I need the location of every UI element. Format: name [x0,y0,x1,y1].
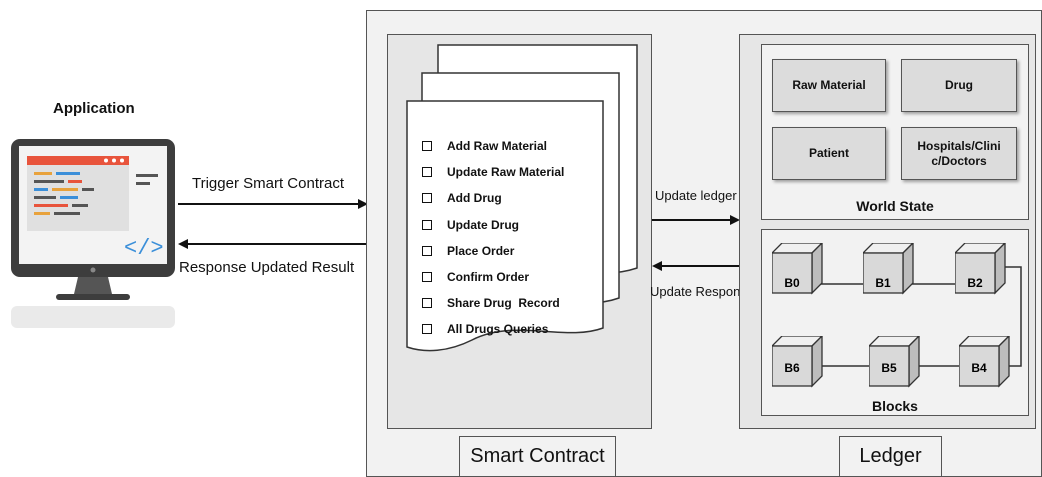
function-list: Add Raw Material Update Raw Material Add… [422,133,564,343]
function-label: Update Drug [447,217,519,232]
list-item: Update Raw Material [422,159,564,185]
checkbox-icon [422,245,432,256]
block-chain-links [818,266,1022,367]
block-label-b5: B5 [881,361,897,375]
checkbox-icon [422,167,432,178]
update-response-arrow [652,261,740,271]
world-state-item-drug: Drug [901,59,1017,112]
function-label: Share Drug Record [447,296,560,311]
trigger-label: Trigger Smart Contract [192,175,344,192]
world-state-item-hospitals: Hospitals/Clinic/Doctors [901,127,1017,180]
blocks-title: Blocks [872,398,918,414]
list-item: Share Drug Record [422,290,564,316]
world-state-item-raw-material: Raw Material [772,59,886,112]
response-arrow [178,239,366,249]
checkbox-icon [422,141,432,152]
update-response-label: Update Response [650,284,755,299]
list-item: Place Order [422,238,564,264]
update-ledger-label: Update ledger [655,188,737,203]
update-ledger-arrow [652,215,740,225]
block-label-b1: B1 [875,276,891,290]
smart-contract-label: Smart Contract [459,436,616,477]
trigger-arrow [178,199,368,209]
function-label: Add Drug [447,191,502,206]
block-cube-icon [959,336,1010,388]
list-item: Update Drug [422,212,564,238]
list-item: Confirm Order [422,264,564,290]
block-label-b6: B6 [784,361,800,375]
block-label-b0: B0 [784,276,800,290]
block-label-b4: B4 [971,361,987,375]
function-label: All Drugs Queries [447,322,549,337]
checkbox-icon [422,298,432,309]
function-label: Update Raw Material [447,165,565,180]
document-stack [406,44,638,352]
list-item: Add Drug [422,185,564,211]
ledger-label: Ledger [839,436,942,477]
checkbox-icon [422,324,432,335]
list-item: All Drugs Queries [422,316,564,342]
computer-icon: </> [11,139,175,328]
application-title: Application [53,100,135,117]
list-item: Add Raw Material [422,133,564,159]
block-label-b2: B2 [967,276,983,290]
checkbox-icon [422,272,432,283]
block-cube-icon [869,336,920,388]
checkbox-icon [422,193,432,204]
block-cube-icon [863,243,914,295]
svg-text:</>: </> [124,236,164,261]
function-label: Place Order [447,243,515,258]
hospitals-label: Hospitals/Clinic/Doctors [917,138,1001,168]
function-label: Add Raw Material [447,139,548,154]
block-cube-icon [955,243,1006,295]
function-label: Confirm Order [447,270,530,285]
response-label: Response Updated Result [179,259,355,276]
block-cube-icon [772,336,823,388]
block-cube-icon [772,243,823,295]
world-state-title: World State [856,198,934,214]
checkbox-icon [422,219,432,230]
world-state-item-patient: Patient [772,127,886,180]
